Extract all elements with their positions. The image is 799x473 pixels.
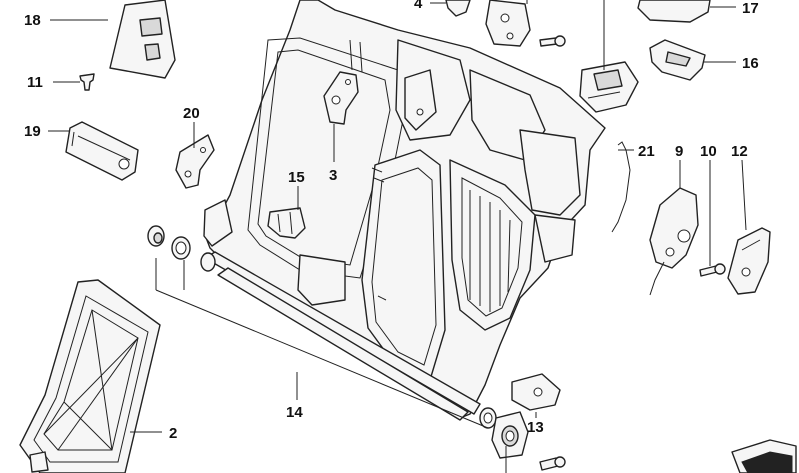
callout-10: 10	[700, 143, 717, 160]
seat-frame-panel	[19, 279, 161, 473]
crossbar-rail	[200, 251, 481, 421]
leader-lines	[48, 0, 747, 473]
callout-17: 17	[742, 0, 759, 17]
callout-13: 13	[527, 419, 544, 436]
screw	[699, 263, 726, 277]
reference-symbol	[731, 439, 797, 473]
callout-labels: 18 11 19 20 3 15 4 17 16 21 9 10 12 2 14…	[24, 0, 759, 442]
spring-rod	[611, 141, 631, 233]
cushion-block	[637, 0, 711, 23]
clip	[79, 73, 95, 91]
cover-plate	[109, 0, 176, 79]
washer-right	[479, 407, 497, 429]
trim-cover	[727, 227, 771, 295]
bolt	[539, 35, 566, 47]
callout-14: 14	[286, 404, 303, 421]
callout-12: 12	[731, 143, 748, 160]
bottom-bolt	[539, 456, 566, 471]
callout-20: 20	[183, 105, 200, 122]
clamp	[267, 207, 306, 239]
mount-bracket	[491, 373, 561, 459]
washer-left	[171, 236, 191, 260]
callout-2: 2	[169, 425, 177, 442]
release-handle	[649, 39, 706, 81]
grommet-left	[147, 225, 165, 247]
callout-19: 19	[24, 123, 41, 140]
latch-lever	[323, 71, 359, 125]
handle-bracket	[65, 121, 139, 181]
lock-unit	[579, 61, 639, 113]
callout-3: 3	[329, 167, 337, 184]
latch-bracket	[485, 0, 531, 47]
callout-4: 4	[414, 0, 423, 12]
upper-bracket	[445, 0, 471, 17]
callout-18: 18	[24, 12, 41, 29]
bracket-plate	[175, 134, 215, 189]
callout-15: 15	[288, 169, 305, 186]
callout-11: 11	[27, 74, 43, 91]
seat-backrest-frame	[203, 0, 606, 419]
callout-16: 16	[742, 55, 759, 72]
callout-21: 21	[638, 143, 655, 160]
callout-9: 9	[675, 143, 683, 160]
latch-mechanism	[649, 187, 699, 296]
